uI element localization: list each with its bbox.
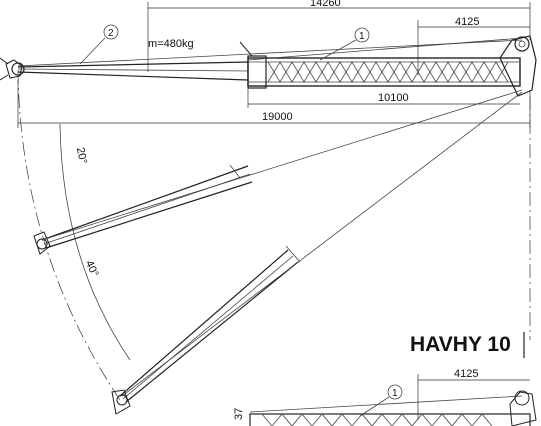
- callout-2: 2: [79, 24, 119, 65]
- horizontal-jib: [0, 57, 249, 81]
- jib-20-degrees: [33, 89, 523, 255]
- dimension-4125-label: 4125: [455, 16, 479, 28]
- dimension-10100-label: 10100: [378, 92, 409, 104]
- callout-1-label: 1: [359, 31, 365, 42]
- jib-40-degrees: [111, 91, 523, 415]
- callout-2-label: 2: [108, 28, 114, 39]
- swing-arc-outer: [17, 69, 121, 401]
- callout-1-lower-label: 1: [392, 388, 398, 399]
- dimension-19000-label: 19000: [262, 111, 293, 123]
- angle-20-label: 20°: [74, 146, 89, 165]
- lattice-boom: [17, 35, 537, 97]
- dimension-10100: 10100: [247, 88, 520, 108]
- cut-number-label: 37: [233, 408, 245, 420]
- callout-1: 1: [319, 27, 370, 61]
- dimension-14260-label: 14260: [310, 0, 341, 9]
- dimension-4125-lower-label: 4125: [454, 368, 478, 380]
- lower-boom-section: 4125 1: [249, 368, 537, 426]
- dimension-tip: 4125: [417, 16, 530, 75]
- angle-40-label: 40°: [83, 259, 101, 279]
- swing-arc-inner: [59, 123, 131, 361]
- model-title: HAVHY 10: [410, 333, 511, 356]
- load-label: m=480kg: [148, 38, 194, 50]
- dimension-top-total: 14260: [147, 0, 531, 72]
